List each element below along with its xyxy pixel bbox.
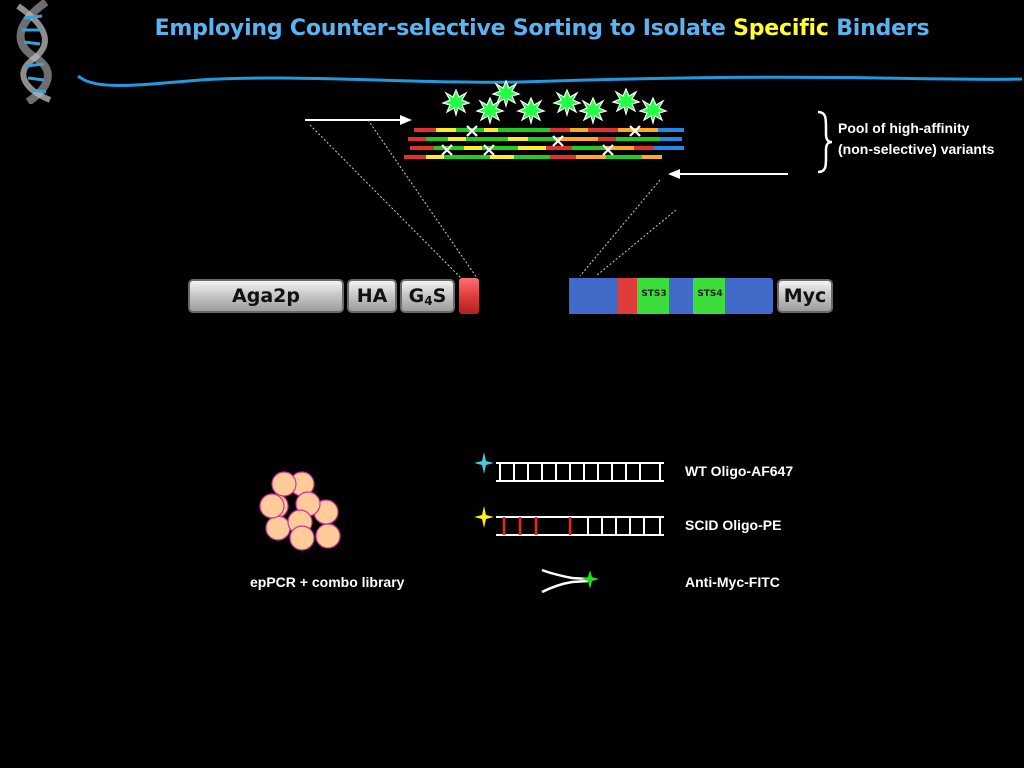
title-highlight: Specific [733, 16, 829, 41]
aga2p-box: Aga2p [188, 279, 344, 313]
scid-oligo-ladder-icon [474, 506, 664, 536]
ha-box: HA [347, 279, 397, 313]
title-part1: Employing Counter-selective Sorting to I… [154, 16, 734, 41]
pool-label-line1: Pool of high-affinity [838, 120, 970, 136]
library-label: epPCR + combo library [250, 574, 405, 590]
red-domain-left [459, 278, 479, 314]
myc-label: Myc [783, 285, 827, 307]
blue-domain-2 [669, 278, 693, 314]
mutation-marks [441, 125, 641, 156]
title-part2: Binders [828, 16, 930, 41]
sts3-label: STS3 [641, 289, 667, 299]
pool-label-line2: (non-selective) variants [838, 141, 995, 157]
slide-title: Employing Counter-selective Sorting to I… [140, 16, 944, 41]
scid-oligo-label: SCID Oligo-PE [685, 517, 782, 533]
aga2p-label: Aga2p [232, 285, 300, 307]
pool-brace [817, 110, 833, 174]
wt-oligo-label: WT Oligo-AF647 [685, 463, 794, 479]
zoom-lines [309, 119, 677, 279]
library-schematic [305, 80, 833, 279]
anti-myc-label: Anti-Myc-FITC [685, 574, 780, 590]
arrow-left [668, 169, 788, 179]
sts4-label: STS4 [697, 289, 723, 299]
g4s-label-g: G [408, 285, 425, 307]
anti-myc-antibody-icon [541, 568, 599, 594]
sequence-strands [404, 128, 684, 159]
pool-label: Pool of high-affinity (non-selective) va… [838, 118, 994, 160]
g4s-label-s: S [432, 285, 447, 307]
blue-domain-3 [725, 278, 773, 314]
sts4-domain [693, 278, 725, 314]
blue-domain-1 [569, 278, 617, 314]
dna-helix-logo [16, 0, 52, 104]
ha-label: HA [356, 285, 388, 307]
wt-oligo-ladder-icon [474, 452, 664, 482]
sts3-domain [637, 278, 669, 314]
arrow-right [305, 115, 412, 125]
myc-box: Myc [777, 279, 833, 313]
fluorescent-stars [442, 80, 667, 124]
library-bead-cluster-icon [259, 471, 341, 551]
g4s-label-sub: 4 [424, 294, 433, 308]
red-domain-right [617, 278, 637, 314]
wave-divider [77, 74, 1023, 87]
